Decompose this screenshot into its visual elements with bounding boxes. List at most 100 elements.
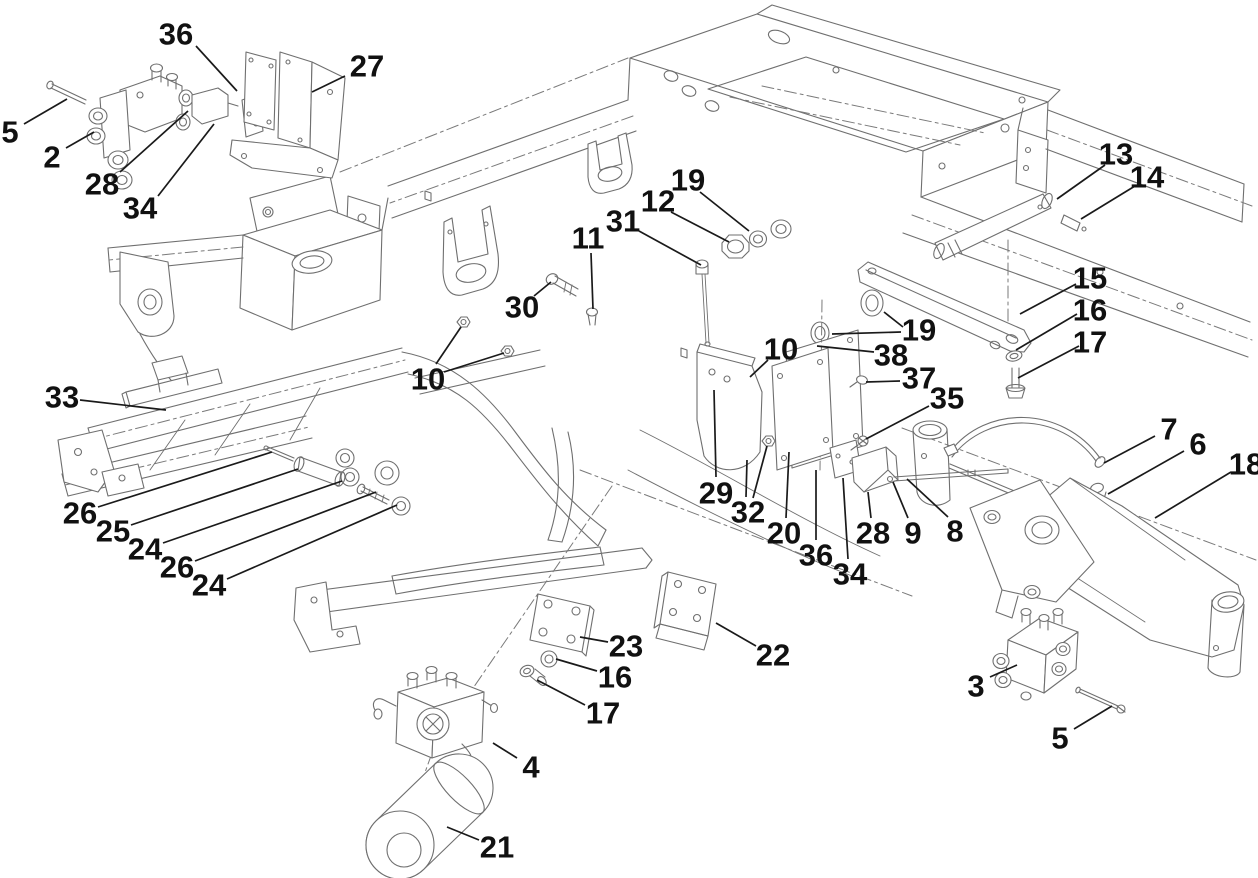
callout-26: 26	[63, 451, 273, 531]
callout-11: 11	[572, 221, 605, 310]
callout-number: 22	[756, 638, 790, 673]
callout-23: 23	[579, 629, 643, 664]
callout-13: 13	[1056, 137, 1133, 200]
callout-number: 26	[160, 550, 194, 585]
callout-number: 14	[1130, 160, 1165, 195]
callout-leader-line	[23, 98, 68, 125]
callout-4: 4	[492, 742, 540, 785]
manifold-block-4	[372, 665, 499, 772]
callout-number: 23	[609, 629, 643, 664]
callout-leader-line	[842, 477, 849, 560]
callout-leader-line	[119, 110, 189, 173]
callout-leader-line	[906, 478, 949, 518]
callout-leader-line	[226, 504, 398, 580]
front-tower-bracket	[107, 175, 389, 387]
callout-leader-line	[65, 131, 95, 149]
callout-leader-line	[638, 230, 702, 266]
callout-number: 27	[350, 49, 384, 84]
callout-7: 7	[1103, 412, 1178, 464]
callout-number: 38	[874, 338, 908, 373]
callout-3: 3	[967, 664, 1018, 704]
callout-leader-line	[749, 359, 769, 378]
callout-leader-line	[752, 445, 768, 499]
callout-leader-line	[446, 826, 480, 841]
callout-number: 35	[930, 381, 964, 416]
callout-number: 10	[764, 332, 798, 367]
callout-22: 22	[715, 622, 790, 673]
callout-36: 36	[159, 17, 238, 92]
callout-leader-line	[715, 622, 757, 647]
callout-leader-line	[97, 451, 273, 508]
callout-35: 35	[865, 381, 964, 440]
callout-leader-line	[883, 311, 904, 328]
callout-leader-line	[443, 352, 505, 373]
callout-25: 25	[96, 468, 299, 549]
callout-9: 9	[892, 481, 922, 551]
callout-leader-line	[194, 491, 377, 562]
callout-number: 20	[767, 516, 801, 551]
callout-number: 26	[63, 496, 97, 531]
valve-assembly-top-left	[46, 51, 346, 190]
callout-5: 5	[1051, 705, 1113, 756]
callout-number: 12	[641, 184, 675, 219]
callout-number: 5	[1, 115, 18, 150]
callout-leader-line	[816, 345, 875, 353]
callout-26: 26	[160, 491, 377, 585]
callout-31: 31	[606, 204, 702, 266]
callout-19: 19	[831, 311, 936, 348]
callout-leader-line	[195, 45, 238, 92]
callout-34: 34	[123, 123, 215, 226]
callout-leader-line	[555, 658, 598, 672]
callout-leader-line	[745, 459, 748, 498]
callout-18: 18	[1154, 447, 1258, 519]
callout-leader-line	[670, 211, 730, 243]
callout-leader-line	[865, 405, 930, 440]
callout-number: 17	[1073, 325, 1107, 360]
callout-number: 36	[159, 17, 193, 52]
callout-29: 29	[699, 389, 733, 511]
callout-leader-line	[1107, 450, 1185, 495]
callout-layer: 3627522834131419123111301516171938101037…	[1, 17, 1258, 865]
callout-leader-line	[1103, 435, 1156, 464]
callout-leader-line	[713, 389, 717, 478]
callout-number: 34	[833, 557, 868, 592]
callout-leader-line	[865, 380, 901, 383]
callout-number: 7	[1160, 412, 1177, 447]
callout-21: 21	[446, 826, 514, 865]
callout-number: 16	[598, 660, 632, 695]
callout-24: 24	[128, 480, 343, 567]
callout-27: 27	[311, 49, 384, 93]
callout-leader-line	[1015, 313, 1078, 351]
callout-leader-line	[79, 399, 167, 411]
callout-number: 19	[902, 313, 936, 348]
callout-leader-line	[492, 742, 518, 759]
lift-arm-assembly	[943, 416, 1245, 714]
callout-number: 36	[799, 538, 833, 573]
callout-38: 38	[816, 338, 908, 373]
callout-number: 31	[606, 204, 640, 239]
callout-leader-line	[311, 75, 346, 93]
callout-number: 8	[946, 514, 963, 549]
callout-number: 11	[572, 221, 605, 256]
callout-number: 21	[480, 830, 514, 865]
callout-24: 24	[192, 504, 398, 603]
callout-leader-line	[1073, 705, 1113, 730]
callout-leader-line	[1019, 283, 1077, 315]
front-frame-weldment	[57, 347, 653, 653]
callout-leader-line	[831, 331, 902, 335]
callout-30: 30	[505, 281, 552, 325]
callout-number: 5	[1051, 721, 1068, 756]
callout-16: 16	[1015, 293, 1107, 351]
callout-number: 4	[522, 750, 540, 785]
callout-number: 18	[1229, 447, 1258, 482]
callout-leader-line	[579, 636, 609, 643]
valve-block-3	[992, 607, 1079, 701]
callout-leader-line	[699, 191, 750, 232]
callout-number: 24	[128, 532, 163, 567]
callout-number: 28	[856, 516, 890, 551]
callout-8: 8	[906, 478, 964, 549]
callout-2: 2	[43, 131, 95, 175]
callout-leader-line	[1056, 164, 1106, 200]
callout-leader-line	[533, 281, 552, 297]
